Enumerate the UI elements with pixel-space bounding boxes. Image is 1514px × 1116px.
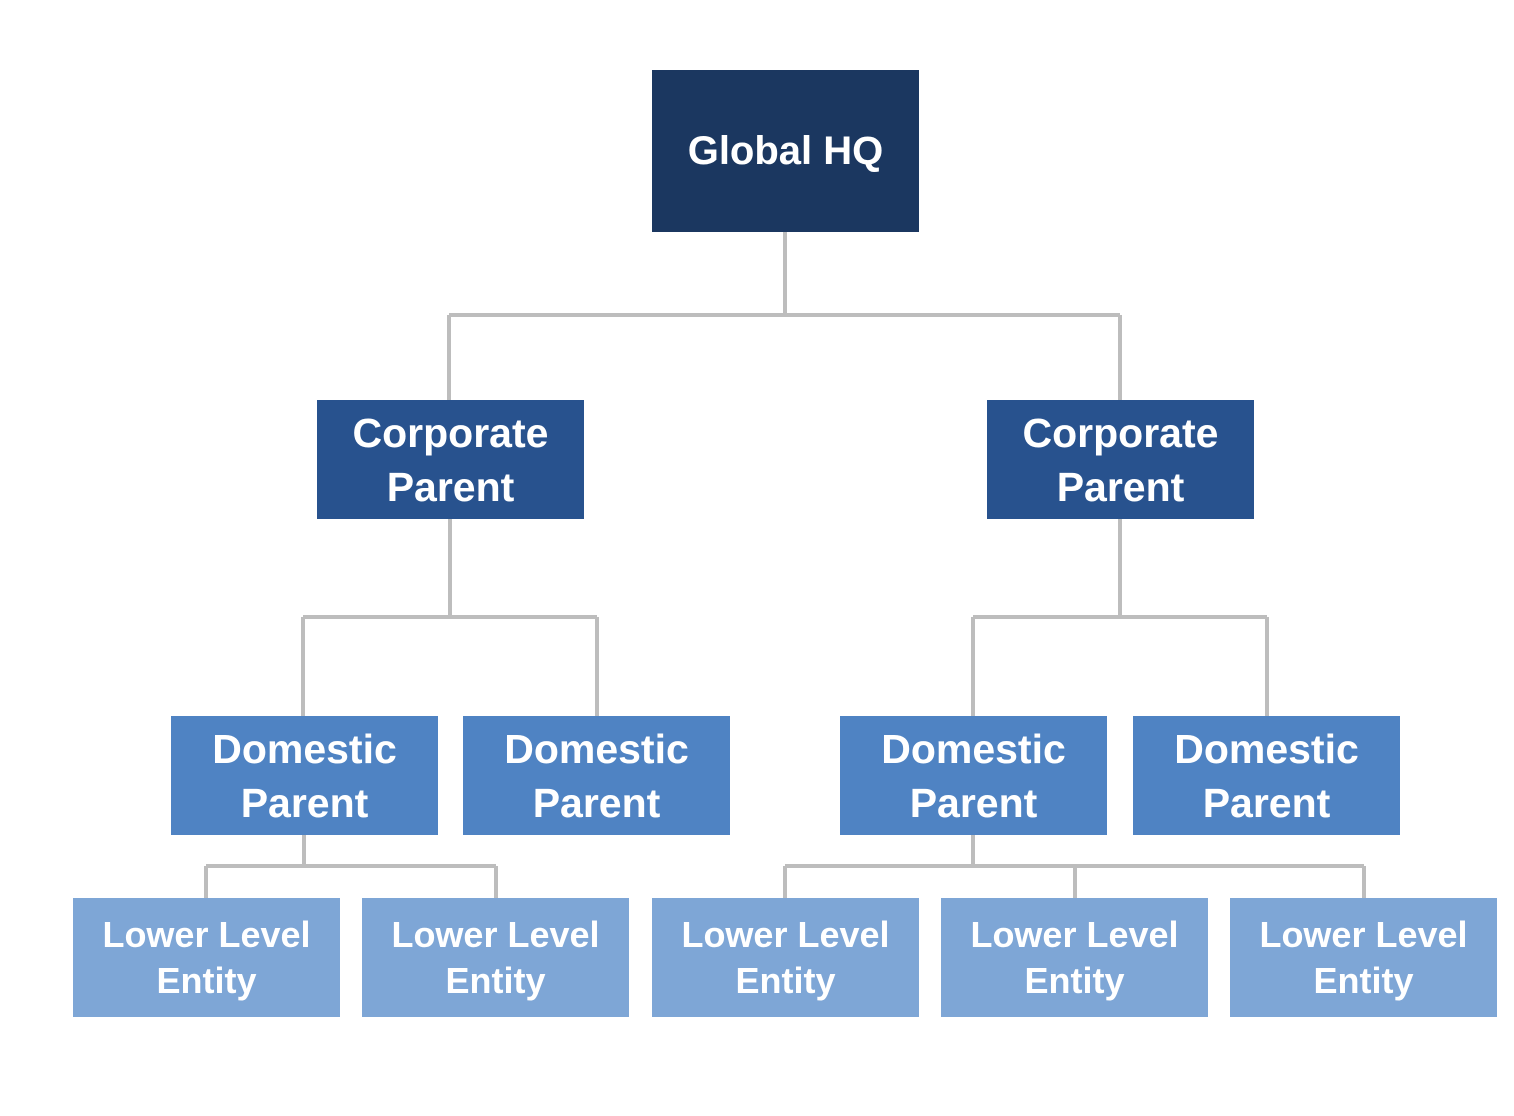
node-lower-level-entity: Lower Level Entity [1230,898,1497,1017]
node-lower-level-entity: Lower Level Entity [362,898,629,1017]
node-domestic-parent: Domestic Parent [171,716,438,835]
node-domestic-parent: Domestic Parent [840,716,1107,835]
node-label-wrap: Lower Level Entity [1259,912,1467,1004]
node-label-wrap: Lower Level Entity [391,912,599,1004]
node-label-line: Parent [909,779,1038,826]
node-label-line: Domestic [504,725,689,772]
node-global-hq: Global HQ [652,70,919,232]
node-label-wrap: Lower Level Entity [681,912,889,1004]
connector-hq-corporate [447,231,1122,400]
node-label-wrap: Corporate Parent [353,406,549,514]
node-label-wrap: Domestic Parent [881,722,1066,830]
node-label-line: Entity [1024,959,1125,1001]
node-label-wrap: Domestic Parent [504,722,689,830]
node-corporate-parent: Corporate Parent [317,400,584,519]
node-label-line: Lower Level [970,913,1179,955]
node-label-line: Lower Level [102,913,311,955]
connector-domestic-left [204,834,498,898]
node-label-line: Entity [735,959,836,1001]
node-label-line: Corporate [1022,409,1219,456]
node-label-line: Domestic [881,725,1066,772]
node-label-wrap: Domestic Parent [1174,722,1359,830]
node-lower-level-entity: Lower Level Entity [652,898,919,1017]
node-label-line: Domestic [212,725,397,772]
node-label-line: Parent [1202,779,1331,826]
node-label-line: Entity [445,959,546,1001]
node-label-wrap: Domestic Parent [212,722,397,830]
node-label-line: Parent [240,779,369,826]
node-label: Global HQ [687,128,884,173]
node-domestic-parent: Domestic Parent [1133,716,1400,835]
node-label-wrap: Corporate Parent [1023,406,1219,514]
node-label-line: Parent [386,463,515,510]
node-label-line: Parent [1056,463,1185,510]
node-label-line: Parent [532,779,661,826]
node-label-line: Domestic [1174,725,1359,772]
connector-domestic-right [783,834,1366,898]
node-label-wrap: Lower Level Entity [970,912,1178,1004]
node-label-line: Lower Level [681,913,890,955]
connector-corporate-right [971,518,1269,716]
node-label-line: Entity [156,959,257,1001]
node-label-line: Entity [1313,959,1414,1001]
node-label-line: Lower Level [1259,913,1468,955]
node-label-line: Lower Level [391,913,600,955]
node-domestic-parent: Domestic Parent [463,716,730,835]
node-label-wrap: Lower Level Entity [102,912,310,1004]
node-lower-level-entity: Lower Level Entity [941,898,1208,1017]
connector-corporate-left [301,518,599,716]
node-corporate-parent: Corporate Parent [987,400,1254,519]
node-label-line: Corporate [352,409,549,456]
node-lower-level-entity: Lower Level Entity [73,898,340,1017]
